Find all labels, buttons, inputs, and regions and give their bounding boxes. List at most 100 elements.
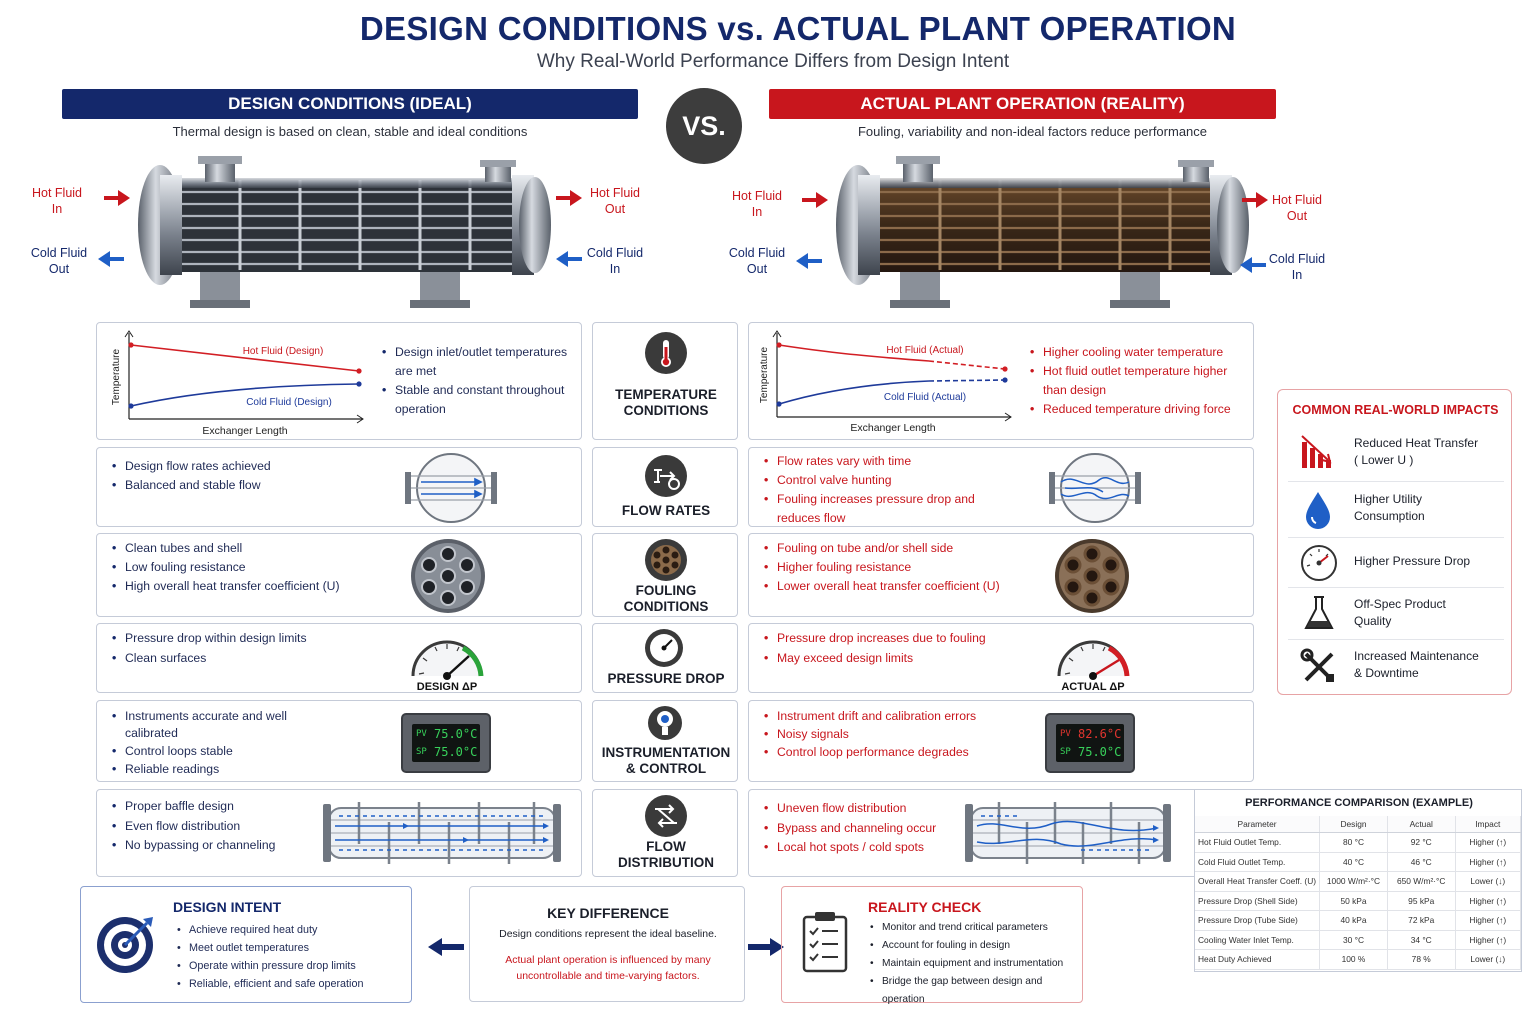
arrow-right-icon <box>748 938 784 956</box>
bullet: Fouling increases pressure drop and redu… <box>759 490 1019 528</box>
design-fouling-card: Clean tubes and shell Low fouling resist… <box>96 533 582 617</box>
gauge-icon <box>645 629 683 667</box>
table-cell: 40 kPa <box>1319 910 1388 931</box>
table-cell: Pressure Drop (Tube Side) <box>1195 910 1321 931</box>
table-cell: 34 °C <box>1387 930 1456 950</box>
column-header: Parameter <box>1195 816 1321 833</box>
bullet: Balanced and stable flow <box>107 476 357 495</box>
table-cell: Cooling Water Inlet Temp. <box>1195 930 1321 950</box>
wrench-screwdriver-icon <box>1300 648 1334 682</box>
table-cell: Heat Duty Achieved <box>1195 949 1321 970</box>
actual-temperature-chart: Temperature Exchanger Length Hot Fluid (… <box>759 330 1012 434</box>
actual-instrumentation-card: Instrument drift and calibration errors … <box>748 700 1254 782</box>
fouled-tube-icon <box>645 539 687 581</box>
table-cell: Lower (↓) <box>1455 949 1522 970</box>
bullet: Reduced temperature driving force <box>1025 400 1249 419</box>
bullet: Stable and constant throughout operation <box>377 381 577 419</box>
table-cell: Pressure Drop (Shell Side) <box>1195 891 1321 911</box>
distribution-arrows-icon <box>645 795 687 837</box>
actual-controller-display: PV 82.6°C SP 75.0°C <box>1045 713 1135 773</box>
bullet: Account for fouling in design <box>866 937 1082 955</box>
bullet: Proper baffle design <box>107 797 317 817</box>
design-banner: DESIGN CONDITIONS (IDEAL) <box>62 89 638 119</box>
key-difference-box: KEY DIFFERENCE Design conditions represe… <box>469 886 745 1002</box>
actual-fouling-card: Fouling on tube and/or shell side Higher… <box>748 533 1254 617</box>
design-temperature-card: Temperature Exchanger Length Hot Fluid (… <box>96 322 582 440</box>
pressure-gauge-icon <box>1301 545 1337 581</box>
bullet: Clean tubes and shell <box>107 539 377 558</box>
table-cell: Higher (↑) <box>1455 910 1522 931</box>
transmitter-icon <box>648 706 682 740</box>
bullet: Bypass and channeling occur <box>759 819 979 839</box>
table-cell: Overall Heat Transfer Coeff. (U) <box>1195 871 1321 892</box>
design-heat-exchanger <box>138 156 551 308</box>
even-flow-tube-icon <box>405 453 497 523</box>
uneven-flow-tube-icon <box>1049 453 1141 523</box>
actual-sp-value: 75.0°C <box>1078 745 1122 759</box>
actual-distribution-card: Uneven flow distribution Bypass and chan… <box>748 789 1254 877</box>
table-cell: 78 % <box>1387 949 1456 970</box>
table-cell: 92 °C <box>1387 832 1456 853</box>
table-cell: Higher (↑) <box>1455 832 1522 853</box>
table-row: Overall Heat Transfer Coeff. (U)1000 W/m… <box>1195 871 1522 892</box>
actual-pv-value: 82.6°C <box>1078 727 1122 741</box>
bullet: Maintain equipment and instrumentation <box>866 955 1082 973</box>
bullet: Higher cooling water temperature <box>1025 343 1249 362</box>
declining-bar-chart-icon <box>1301 435 1332 468</box>
table-cell: Higher (↑) <box>1455 852 1522 872</box>
column-header: Impact <box>1455 816 1522 833</box>
table-cell: 72 kPa <box>1387 910 1456 931</box>
table-cell: 40 °C <box>1319 852 1388 872</box>
bullet: Lower overall heat transfer coefficient … <box>759 577 1039 596</box>
bullet: Uneven flow distribution <box>759 799 979 819</box>
design-temperature-bullets: Design inlet/outlet temperatures are met… <box>377 343 577 419</box>
actual-banner-subtitle: Fouling, variability and non-ideal facto… <box>857 124 1208 139</box>
design-baffle-flow-diagram <box>323 802 561 864</box>
bullet: Design inlet/outlet temperatures are met <box>377 343 577 381</box>
bullet: Control valve hunting <box>759 471 1019 490</box>
bullet: Achieve required heat duty <box>173 921 409 939</box>
table-cell: Cold Fluid Outlet Temp. <box>1195 852 1321 872</box>
vs-badge: VS. <box>666 88 742 164</box>
impact-item: Higher Pressure Drop <box>1288 538 1504 588</box>
bullet: Pressure drop within design limits <box>107 630 307 647</box>
bullet: May exceed design limits <box>759 649 999 668</box>
design-controller-display: PV 75.0°C SP 75.0°C <box>401 713 491 773</box>
design-instrumentation-card: Instruments accurate and well calibrated… <box>96 700 582 782</box>
actual-temperature-bullets: Higher cooling water temperature Hot flu… <box>1025 343 1249 419</box>
design-hot-fluid-label: Hot Fluid (Design) <box>243 346 324 357</box>
impact-item: Reduced Heat Transfer( Lower U ) <box>1288 426 1504 482</box>
table-cell: 30 °C <box>1319 930 1388 950</box>
table-cell: 95 kPa <box>1387 891 1456 911</box>
bullet: Operate within pressure drop limits <box>173 957 409 975</box>
key-difference-line2: Actual plant operation is influenced by … <box>505 954 711 982</box>
key-difference-title: KEY DIFFERENCE <box>547 905 669 921</box>
bullet: Flow rates vary with time <box>759 452 1019 471</box>
actual-pressure-card: Pressure drop increases due to fouling M… <box>748 623 1254 693</box>
reality-check-title: REALITY CHECK <box>868 899 982 915</box>
reality-check-box: REALITY CHECK Monitor and trend critical… <box>781 886 1083 1005</box>
valve-flow-icon <box>645 455 687 497</box>
bullet: Reliable, efficient and safe operation <box>173 975 409 993</box>
bullet: Meet outlet temperatures <box>173 939 409 957</box>
bullet: Design flow rates achieved <box>107 457 357 476</box>
thermometer-icon <box>645 332 687 374</box>
bullet: Even flow distribution <box>107 817 317 837</box>
fouled-tubesheet-icon <box>1055 539 1129 613</box>
table-cell: Higher (↑) <box>1455 930 1522 950</box>
impacts-panel: COMMON REAL-WORLD IMPACTS Reduced Heat T… <box>1277 389 1512 695</box>
column-header: Design <box>1319 816 1388 833</box>
performance-title: PERFORMANCE COMPARISON (EXAMPLE) <box>1245 797 1473 809</box>
design-temperature-chart: Temperature Exchanger Length Hot Fluid (… <box>111 330 364 437</box>
